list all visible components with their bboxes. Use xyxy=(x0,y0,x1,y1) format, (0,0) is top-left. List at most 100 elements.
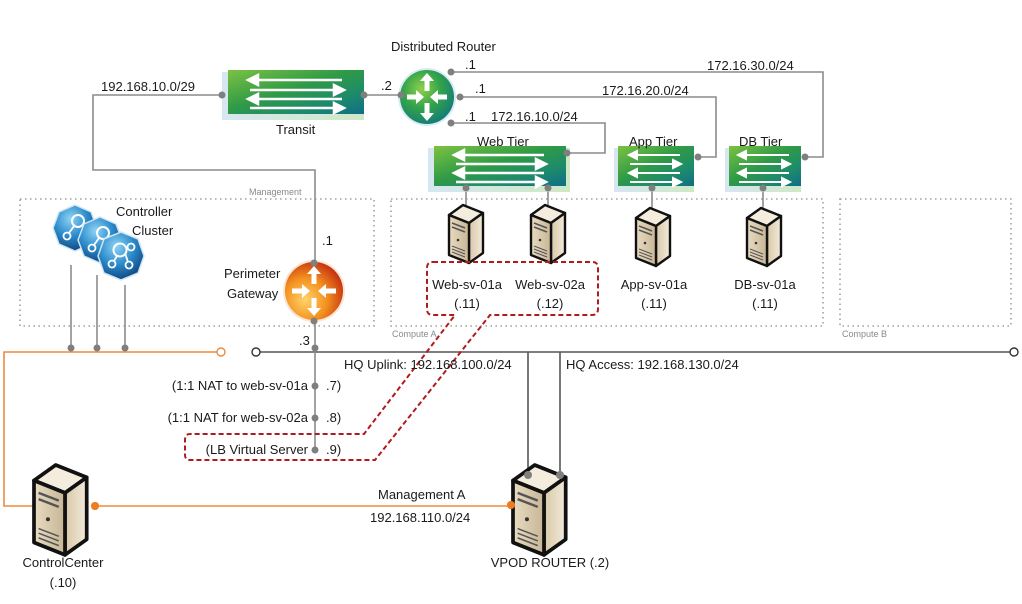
nat-entry-ip: .8) xyxy=(326,410,341,425)
switch-body xyxy=(434,146,566,186)
web-network-label: 172.16.10.0/24 xyxy=(491,109,578,124)
port xyxy=(360,91,368,99)
server-side xyxy=(467,211,485,265)
switch-arrows-icon xyxy=(245,72,347,116)
server-vent xyxy=(38,537,60,547)
server-side xyxy=(63,475,89,557)
server-front xyxy=(511,478,546,557)
server-slot xyxy=(638,225,653,232)
server-name: Web-sv-01a xyxy=(432,277,503,292)
edge-router-icon xyxy=(285,262,343,320)
server-vent xyxy=(38,532,60,542)
db-tier-switch[interactable] xyxy=(725,146,809,192)
web-sv-01a-server[interactable] xyxy=(447,203,485,265)
app-tier-label: App Tier xyxy=(629,134,678,149)
port xyxy=(544,184,552,192)
router-arrows-icon xyxy=(292,266,336,316)
server-vent xyxy=(749,254,764,261)
port xyxy=(218,91,226,99)
server-side xyxy=(549,211,567,265)
port xyxy=(694,153,702,161)
vpod-router-server[interactable] xyxy=(511,463,568,557)
server-name: Web-sv-02a xyxy=(515,277,586,292)
port xyxy=(447,119,455,127)
server-slot xyxy=(749,229,764,236)
controller-cluster-label-1: Controller xyxy=(116,204,173,219)
server-slot xyxy=(517,491,539,502)
port xyxy=(91,502,99,510)
server-vent xyxy=(638,248,653,255)
transit-label: Transit xyxy=(276,122,316,137)
dr-db-link xyxy=(451,71,824,158)
port xyxy=(310,259,318,267)
router-icon xyxy=(400,70,454,124)
port xyxy=(311,382,319,390)
switch-arrows-icon xyxy=(626,149,684,188)
server-ip: (.11) xyxy=(641,296,667,311)
perimeter-gateway-label-2: Gateway xyxy=(227,286,279,301)
port xyxy=(801,153,809,161)
server-vent xyxy=(638,254,653,261)
web-sv-02a-server[interactable] xyxy=(529,203,567,265)
server-led xyxy=(45,517,50,522)
perimeter-gateway[interactable] xyxy=(283,259,345,325)
hq-uplink-bus-end-left xyxy=(251,347,261,357)
server-front xyxy=(634,216,658,268)
port xyxy=(759,184,767,192)
hq-access-label: HQ Access: 192.168.130.0/24 xyxy=(566,357,739,372)
nat-entry-label: (1:1 NAT to web-sv-01a xyxy=(172,378,309,393)
server-vent xyxy=(517,532,539,542)
control-center-label: ControlCenter xyxy=(23,555,105,570)
dr-web-link xyxy=(451,122,606,154)
server-vent xyxy=(517,537,539,547)
nat-entry-label: (LB Virtual Server xyxy=(206,442,309,457)
transit-switch[interactable] xyxy=(218,70,368,120)
compute-a-zone-label: Compute A xyxy=(392,329,437,339)
pg-uplink-interface: .3 xyxy=(299,333,310,348)
web-tier-switch[interactable] xyxy=(428,146,571,192)
db-tier-label: DB Tier xyxy=(739,134,783,149)
server-slot xyxy=(451,222,466,229)
controller-node-icon xyxy=(97,231,145,281)
app-tier-switch[interactable] xyxy=(614,146,702,192)
server-front xyxy=(745,216,769,268)
server-led xyxy=(456,238,460,242)
web-tier-label: Web Tier xyxy=(477,134,529,149)
server-front xyxy=(32,478,67,557)
server-slot xyxy=(533,222,548,229)
app-sv-01a-server[interactable] xyxy=(634,206,672,268)
distributed-router[interactable] xyxy=(397,68,464,127)
port xyxy=(121,344,129,352)
control-center-server[interactable] xyxy=(32,463,89,557)
server-led xyxy=(538,238,542,242)
port xyxy=(447,68,455,76)
management-zone-label: Management xyxy=(249,187,302,197)
server-vent xyxy=(38,527,60,538)
server-side xyxy=(542,475,568,557)
compute-a-zone xyxy=(390,198,824,327)
db-sv-01a-server[interactable] xyxy=(745,206,783,268)
server-ip: (.11) xyxy=(752,296,778,311)
dr-app-link xyxy=(460,96,717,158)
perimeter-gateway-label-1: Perimeter xyxy=(224,266,281,281)
transit-uplink-link xyxy=(92,94,316,262)
port xyxy=(310,317,318,325)
server-slot xyxy=(517,497,539,509)
distributed-router-label: Distributed Router xyxy=(391,39,496,54)
nat-entry-label: (1:1 NAT for web-sv-02a xyxy=(168,410,309,425)
management-a-network: 192.168.110.0/24 xyxy=(370,510,470,525)
server-slot xyxy=(749,225,764,232)
server-vent xyxy=(533,245,548,252)
switch-arrows-icon xyxy=(451,147,549,190)
server-slot xyxy=(533,226,548,233)
nat-entry-ip: .9) xyxy=(326,442,341,457)
port xyxy=(311,414,319,422)
port xyxy=(93,344,101,352)
server-vent xyxy=(517,527,539,538)
controller-cluster[interactable] xyxy=(52,204,145,281)
compute-b-zone xyxy=(839,198,1012,327)
server-vent xyxy=(451,248,466,255)
server-name: App-sv-01a xyxy=(621,277,688,292)
server-slot xyxy=(38,497,60,509)
